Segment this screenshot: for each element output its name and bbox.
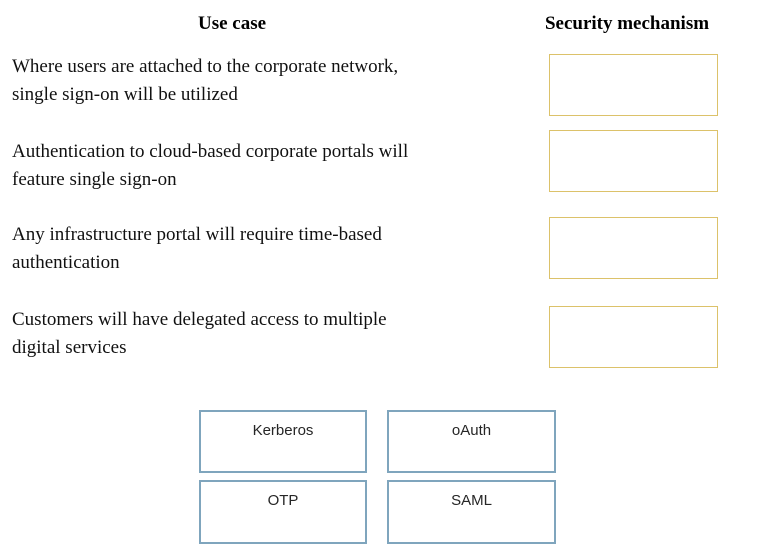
drop-zone-4[interactable] [549,306,718,368]
drop-zone-2[interactable] [549,130,718,192]
security-mechanism-column-header: Security mechanism [544,13,710,34]
option-kerberos[interactable]: Kerberos [199,410,367,473]
use-case-column-header: Use case [197,13,267,34]
use-case-text-4: Customers will have delegated access to … [12,309,387,358]
use-case-text-1: Where users are attached to the corporat… [12,56,399,105]
use-case-text-2: Authentication to cloud-based corporate … [12,141,409,190]
drop-zone-3[interactable] [549,217,718,279]
option-saml[interactable]: SAML [387,480,556,544]
drop-zone-1[interactable] [549,54,718,116]
option-oauth[interactable]: oAuth [387,410,556,473]
option-otp[interactable]: OTP [199,480,367,544]
use-case-text-3: Any infrastructure portal will require t… [12,224,382,273]
